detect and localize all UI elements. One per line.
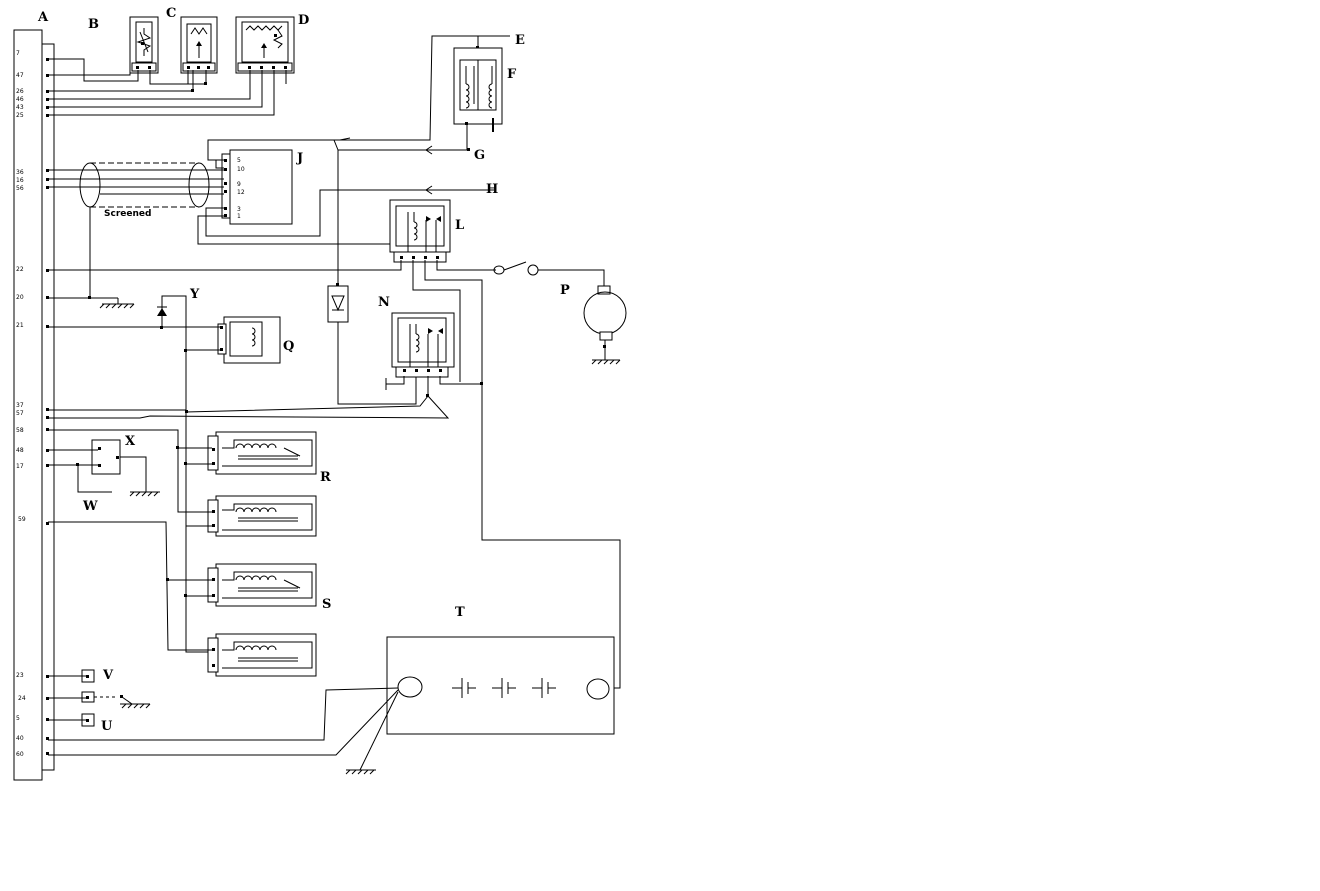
pin-47: 47 (16, 72, 24, 79)
pin-46: 46 (16, 96, 24, 103)
label-s: S (322, 597, 331, 612)
pin-22: 22 (16, 266, 24, 273)
pin-21: 21 (16, 322, 24, 329)
pin-20: 20 (16, 294, 24, 301)
relay-l-wires (48, 260, 621, 689)
label-n: N (378, 295, 390, 310)
motor-p: P (493, 261, 627, 365)
relay-n-wires (48, 376, 482, 419)
switch-x: X W (48, 434, 160, 514)
pin-40: 40 (16, 735, 24, 742)
pin-24: 24 (18, 695, 26, 702)
pin-60: 60 (16, 751, 24, 758)
connector-u: U (48, 713, 113, 734)
ecu-pin-dots (46, 58, 49, 755)
relay-n: N (378, 295, 455, 378)
j-pin-3: 3 (237, 206, 241, 213)
sensor-d: D (235, 13, 309, 74)
pin-56: 56 (16, 185, 24, 192)
label-y: Y (189, 287, 200, 302)
j-pin-10: 10 (237, 166, 245, 173)
pin-57: 57 (16, 410, 24, 417)
pin-59: 59 (18, 516, 26, 523)
sensor-b: B (88, 16, 159, 74)
label-r: R (320, 470, 331, 485)
screened-cable: Screened (48, 162, 224, 309)
injector-4 (207, 633, 317, 677)
diode-y: Y (157, 287, 214, 653)
pin-37: 37 (16, 402, 24, 409)
label-c: C (166, 6, 176, 21)
module-j: J 5 10 9 12 3 1 (221, 149, 303, 225)
pin-5: 5 (16, 715, 20, 722)
j-pin-9: 9 (237, 181, 241, 188)
pin-43: 43 (16, 104, 24, 111)
label-j: J (296, 151, 303, 166)
pin-16: 16 (16, 177, 24, 184)
pin-7: 7 (16, 50, 20, 57)
injector-2 (207, 495, 317, 537)
label-q: Q (283, 339, 294, 354)
j-pin-12: 12 (237, 189, 245, 196)
label-f: F (507, 67, 517, 82)
diode-block (327, 283, 417, 405)
label-h: H (486, 182, 498, 197)
label-u: U (101, 719, 113, 734)
injector-3 (207, 563, 317, 607)
pin-25: 25 (16, 112, 24, 119)
label-p: P (560, 283, 570, 298)
pin-26: 26 (16, 88, 24, 95)
label-a: A (37, 10, 49, 25)
sensor-wires (48, 58, 287, 116)
label-x: X (125, 434, 136, 449)
connector-24-ground (48, 691, 151, 709)
sensor-c: C (166, 6, 218, 74)
connector-v: V (48, 668, 114, 683)
ecu-connector-a: A 7 47 26 46 43 25 36 16 56 22 20 21 37 … (13, 10, 55, 781)
label-g: G (474, 148, 485, 163)
ecu-pin-labels: 7 47 26 46 43 25 36 16 56 22 20 21 37 57… (16, 50, 26, 758)
label-w: W (82, 499, 98, 514)
relay-f: E F G (333, 33, 525, 296)
injectors: R S (48, 429, 331, 677)
label-b: B (88, 17, 99, 32)
pin-58: 58 (16, 427, 24, 434)
screened-note: Screened (104, 209, 151, 219)
sensor-q: Q (48, 316, 294, 364)
j-pin-1: 1 (237, 213, 241, 220)
injector-1 (207, 431, 317, 475)
label-e: E (515, 33, 525, 48)
label-t: T (455, 605, 465, 620)
label-l: L (455, 218, 464, 233)
label-v: V (102, 668, 114, 683)
j-pin-5: 5 (237, 157, 241, 164)
pin-17: 17 (16, 463, 24, 470)
label-d: D (298, 13, 309, 28)
relay-l: L (389, 199, 464, 263)
module-t: T (48, 605, 615, 775)
pin-36: 36 (16, 169, 24, 176)
pin-23: 23 (16, 672, 24, 679)
pin-48: 48 (16, 447, 24, 454)
